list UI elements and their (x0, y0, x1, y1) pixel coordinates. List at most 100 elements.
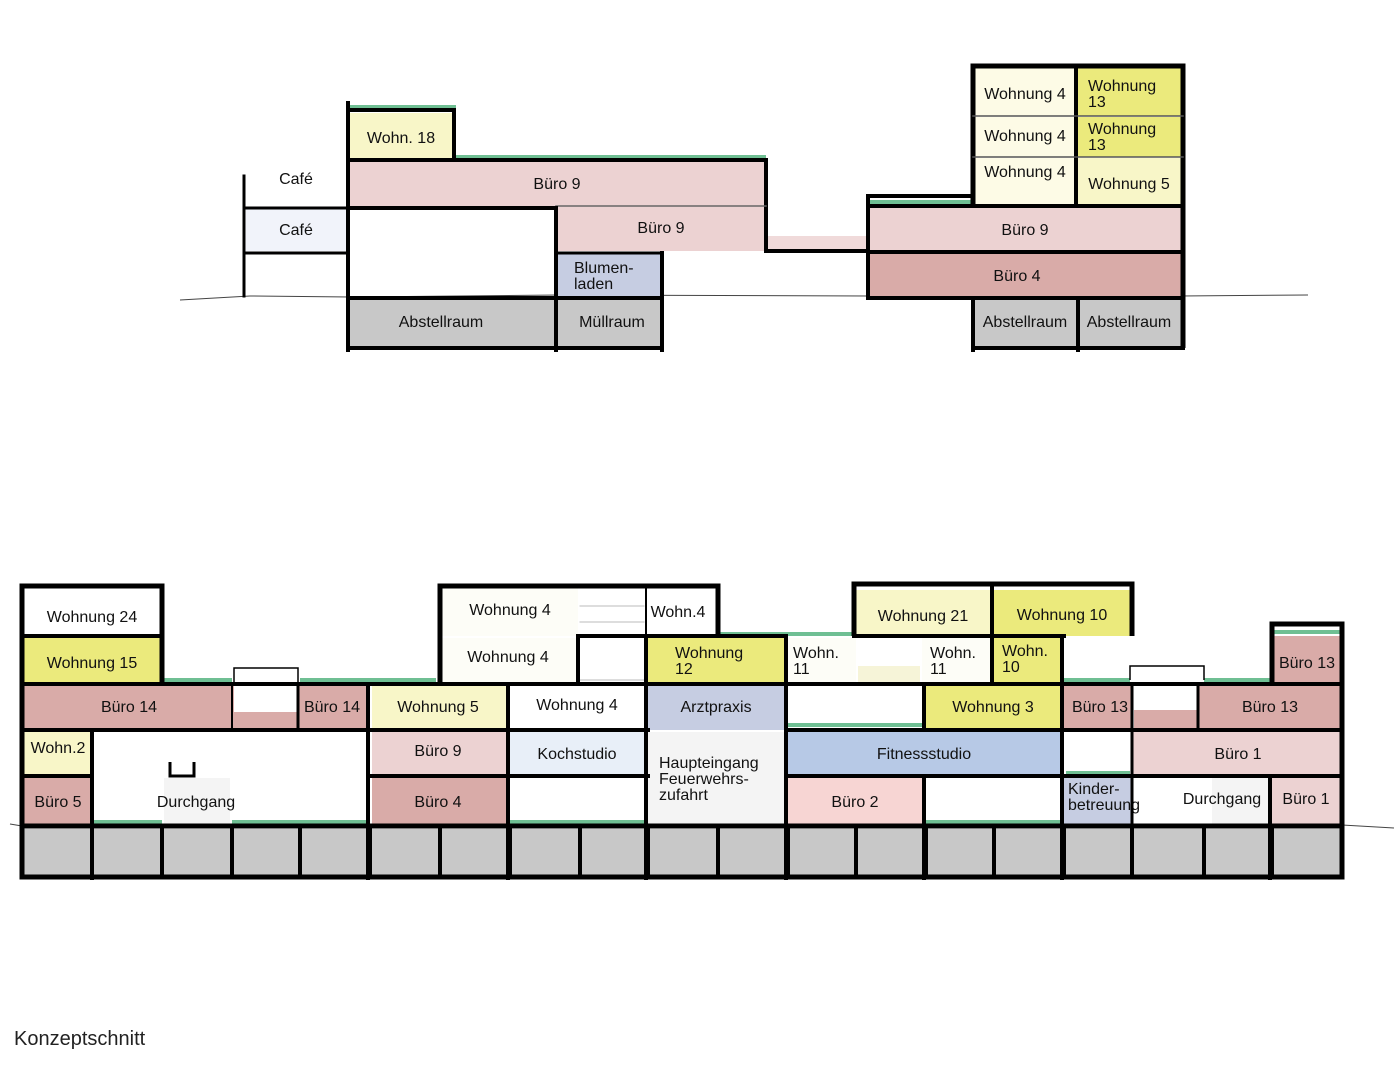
room-fill (870, 253, 1182, 297)
green-roof (926, 820, 1060, 824)
room-label-line: Büro 13 (1279, 655, 1335, 672)
green-roof (510, 820, 646, 824)
room-fill (788, 732, 1060, 776)
room-label-line: zufahrt (659, 787, 708, 804)
room-label-line: 11 (793, 661, 810, 678)
room-label: Wohnung 10 (1017, 607, 1108, 624)
room-label-line: Abstellraum (983, 314, 1067, 331)
room-label: Büro 13 (1279, 655, 1335, 672)
room-fill (648, 638, 784, 684)
room-label: Büro 14 (304, 699, 360, 716)
room-fill (1077, 299, 1182, 348)
room-fill (870, 208, 1182, 251)
room-label: Wohnung 4 (536, 697, 618, 714)
storage-cell (442, 829, 508, 876)
room-label-line: Durchgang (157, 794, 235, 811)
room-label: Wohnung 4 (984, 128, 1066, 145)
room-label: Kinder-betreuung (1068, 781, 1140, 814)
wall-outline (437, 583, 721, 684)
room-label-line: Büro 9 (1001, 222, 1048, 239)
room-label-line: laden (574, 276, 613, 293)
green-roof (788, 723, 922, 727)
room-label: Wohn.2 (31, 740, 86, 757)
room-fill (24, 638, 160, 684)
room-label-line: Wohnung (1088, 121, 1156, 138)
room-label-line: Arztpraxis (680, 699, 751, 716)
room-label-line: Büro 9 (637, 220, 684, 237)
room-label-line: Fitnessstudio (877, 746, 971, 763)
room-fill (973, 158, 1076, 205)
green-roof (1066, 771, 1130, 775)
room-fill (648, 732, 784, 824)
room-fill (24, 778, 92, 824)
room-fill (1212, 778, 1270, 824)
room-fill (922, 638, 992, 684)
room-label: Wohnung 4 (467, 649, 549, 666)
room-fill (440, 638, 578, 684)
room-label: Wohn.10 (1002, 643, 1048, 676)
room-label: Abstellraum (983, 314, 1067, 331)
room-fill (648, 686, 784, 730)
room-label: Wohn.11 (793, 645, 839, 678)
room-label-line: Wohnung 4 (467, 649, 549, 666)
room-label: Café (279, 222, 313, 239)
room-fill (510, 686, 646, 730)
room-fill (788, 778, 924, 824)
room-fill (349, 299, 556, 348)
room-label: Büro 2 (831, 794, 878, 811)
room-label: Büro 9 (637, 220, 684, 237)
room-label-line: Wohnung 5 (397, 699, 479, 716)
green-roof (1272, 630, 1342, 634)
room-label-line: 13 (1088, 94, 1106, 111)
room-label: Wohnung 4 (984, 86, 1066, 103)
room-label: Wohnung 5 (397, 699, 479, 716)
room-fill (24, 686, 234, 730)
room-fill (372, 732, 508, 776)
room-fill (1272, 778, 1342, 824)
room-label-line: 11 (930, 661, 947, 678)
wall-outline (866, 194, 973, 298)
room-label: Wohn.4 (651, 604, 706, 621)
room-fill (1064, 686, 1132, 730)
room-label-line: Kochstudio (537, 746, 616, 763)
wall-outline (1269, 621, 1345, 878)
room-label-line: Büro 4 (414, 794, 461, 811)
room-label: Kochstudio (537, 746, 616, 763)
room-label-line: Abstellraum (1087, 314, 1171, 331)
room-label-line: Wohnung (1088, 78, 1156, 95)
room-label: Büro 13 (1072, 699, 1128, 716)
room-label: Arztpraxis (680, 699, 751, 716)
room-fill (1077, 158, 1182, 205)
room-label-line: Wohnung 3 (952, 699, 1034, 716)
room-label-line: Büro 1 (1282, 791, 1329, 808)
room-label-line: Wohn.4 (651, 604, 706, 621)
room-label: Abstellraum (1087, 314, 1171, 331)
room-fill (856, 590, 992, 636)
room-fill (372, 778, 508, 824)
storage-cell (582, 829, 646, 876)
room-fill (1077, 68, 1182, 116)
room-fill (164, 778, 230, 824)
room-fill (994, 638, 1060, 684)
room-label: Café (279, 171, 313, 188)
room-fill (24, 732, 92, 776)
storage-cell (302, 829, 368, 876)
storage-cell (928, 829, 992, 876)
room-fill (858, 666, 920, 684)
room-label-line: Haupteingang (659, 755, 759, 772)
room-label: Büro 1 (1282, 791, 1329, 808)
green-roof (1064, 678, 1130, 682)
room-fill (973, 117, 1076, 157)
storage-cell (720, 829, 786, 876)
room-label: Blumen-laden (574, 260, 634, 293)
room-label-line: Wohnung 24 (47, 609, 138, 626)
room-label-line: Müllraum (579, 314, 645, 331)
room-label-line: Abstellraum (399, 314, 483, 331)
room-label: Wohnung 4 (984, 164, 1066, 181)
room-label: Wohnung 4 (469, 602, 551, 619)
room-label: Büro 5 (34, 794, 81, 811)
